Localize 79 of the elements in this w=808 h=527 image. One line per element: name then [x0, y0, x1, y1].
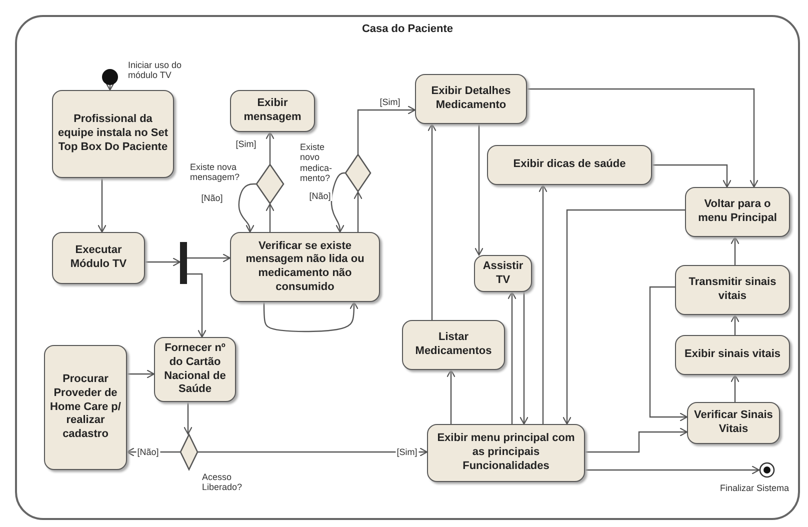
flow-arrow [265, 131, 275, 164]
guard-label: [Sim] [234, 139, 258, 149]
action-box [402, 320, 505, 370]
decision-diamond [345, 154, 371, 192]
node-caption: Finalizar Sistema [720, 483, 790, 494]
action-box [487, 145, 652, 185]
flow-arrow [187, 273, 207, 338]
action-box [154, 337, 236, 402]
flow-arrow [357, 105, 416, 154]
decision-diamond [180, 434, 198, 470]
flow-arrow [353, 191, 363, 232]
action-text: Exibir Detalhes Medicamento [430, 85, 512, 113]
guard-label: [Não] [308, 191, 332, 201]
action-box [52, 90, 174, 178]
flow-arrow [652, 164, 732, 188]
action-text: Verificar se existe mensagem não lida ou medicamento não consumido [244, 240, 366, 294]
flow-arrow [183, 402, 193, 435]
action-box [687, 402, 780, 444]
flow-arrow [585, 465, 760, 475]
flow-arrow [730, 236, 740, 265]
action-text: Exibir dicas de saúde [513, 158, 626, 172]
node-caption: Iniciar uso do módulo TV [128, 60, 183, 81]
fork-bar [180, 242, 187, 284]
flow-arrow [527, 88, 759, 188]
decision-diamond [256, 164, 284, 204]
final-node [759, 462, 775, 478]
node-caption: Existe nova mensagem? [190, 162, 241, 183]
action-text: Profissional da equipe instala no Set Top Box Do Paciente [57, 113, 169, 155]
action-text: Executar Módulo TV [69, 244, 128, 272]
node-caption: Acesso Liberado? [202, 472, 244, 493]
flow-arrow [649, 286, 688, 422]
flow-arrow [519, 292, 529, 425]
action-box [230, 232, 380, 302]
flow-arrow [265, 203, 275, 232]
partition-frame [15, 15, 800, 520]
action-box [675, 335, 790, 375]
action-box [52, 232, 145, 284]
flow-arrow [105, 82, 115, 91]
guard-label: [Sim] [396, 447, 418, 457]
flow-arrow [585, 427, 688, 453]
flow-arrow [507, 291, 517, 424]
action-text: Assistir TV [482, 260, 524, 288]
flow-arrow [446, 369, 456, 424]
partition-title: Casa do Paciente [360, 23, 454, 35]
flow-arrow [427, 123, 437, 320]
action-box [230, 90, 315, 132]
node-caption: Existe novo medica-mento? [300, 142, 334, 184]
flow-arrow [263, 301, 359, 332]
action-text: Exibir mensagem [242, 97, 302, 125]
action-box [474, 255, 532, 292]
action-text: Exibir menu principal com as principais Funcionalidades [436, 432, 576, 474]
flow-arrow [97, 178, 107, 233]
flow-arrow [145, 257, 181, 267]
guard-label: [Não] [136, 447, 160, 457]
flow-arrow [127, 369, 155, 379]
action-text: Listar Medicamentos [414, 331, 493, 359]
action-text: Transmitir sinais vitais [688, 276, 778, 304]
flow-arrow [562, 209, 685, 425]
flow-arrow [730, 374, 740, 402]
action-text: Verificar Sinais Vitais [693, 409, 774, 437]
flow-arrow [238, 183, 256, 233]
action-text: Procurar Proveder de Home Care p/ realizar cadastro [49, 373, 122, 442]
flow-arrow [198, 447, 428, 457]
action-text: Fornecer nº do Cartão Nacional de Saúde [163, 342, 227, 397]
flow-arrow [730, 314, 740, 335]
flow-arrow [187, 253, 231, 263]
flow-arrow [538, 184, 548, 424]
guard-label: [Sim] [378, 97, 402, 107]
action-box [427, 424, 585, 482]
initial-node [102, 69, 118, 85]
action-box [415, 74, 527, 124]
action-text: Voltar para o menu Principal [697, 198, 778, 226]
guard-label: [Não] [200, 193, 224, 203]
flow-arrow [330, 172, 345, 233]
action-box [685, 187, 790, 237]
action-text: Exibir sinais vitais [684, 348, 780, 362]
action-box [44, 345, 127, 470]
action-box [675, 265, 790, 315]
flow-arrow [474, 124, 484, 256]
